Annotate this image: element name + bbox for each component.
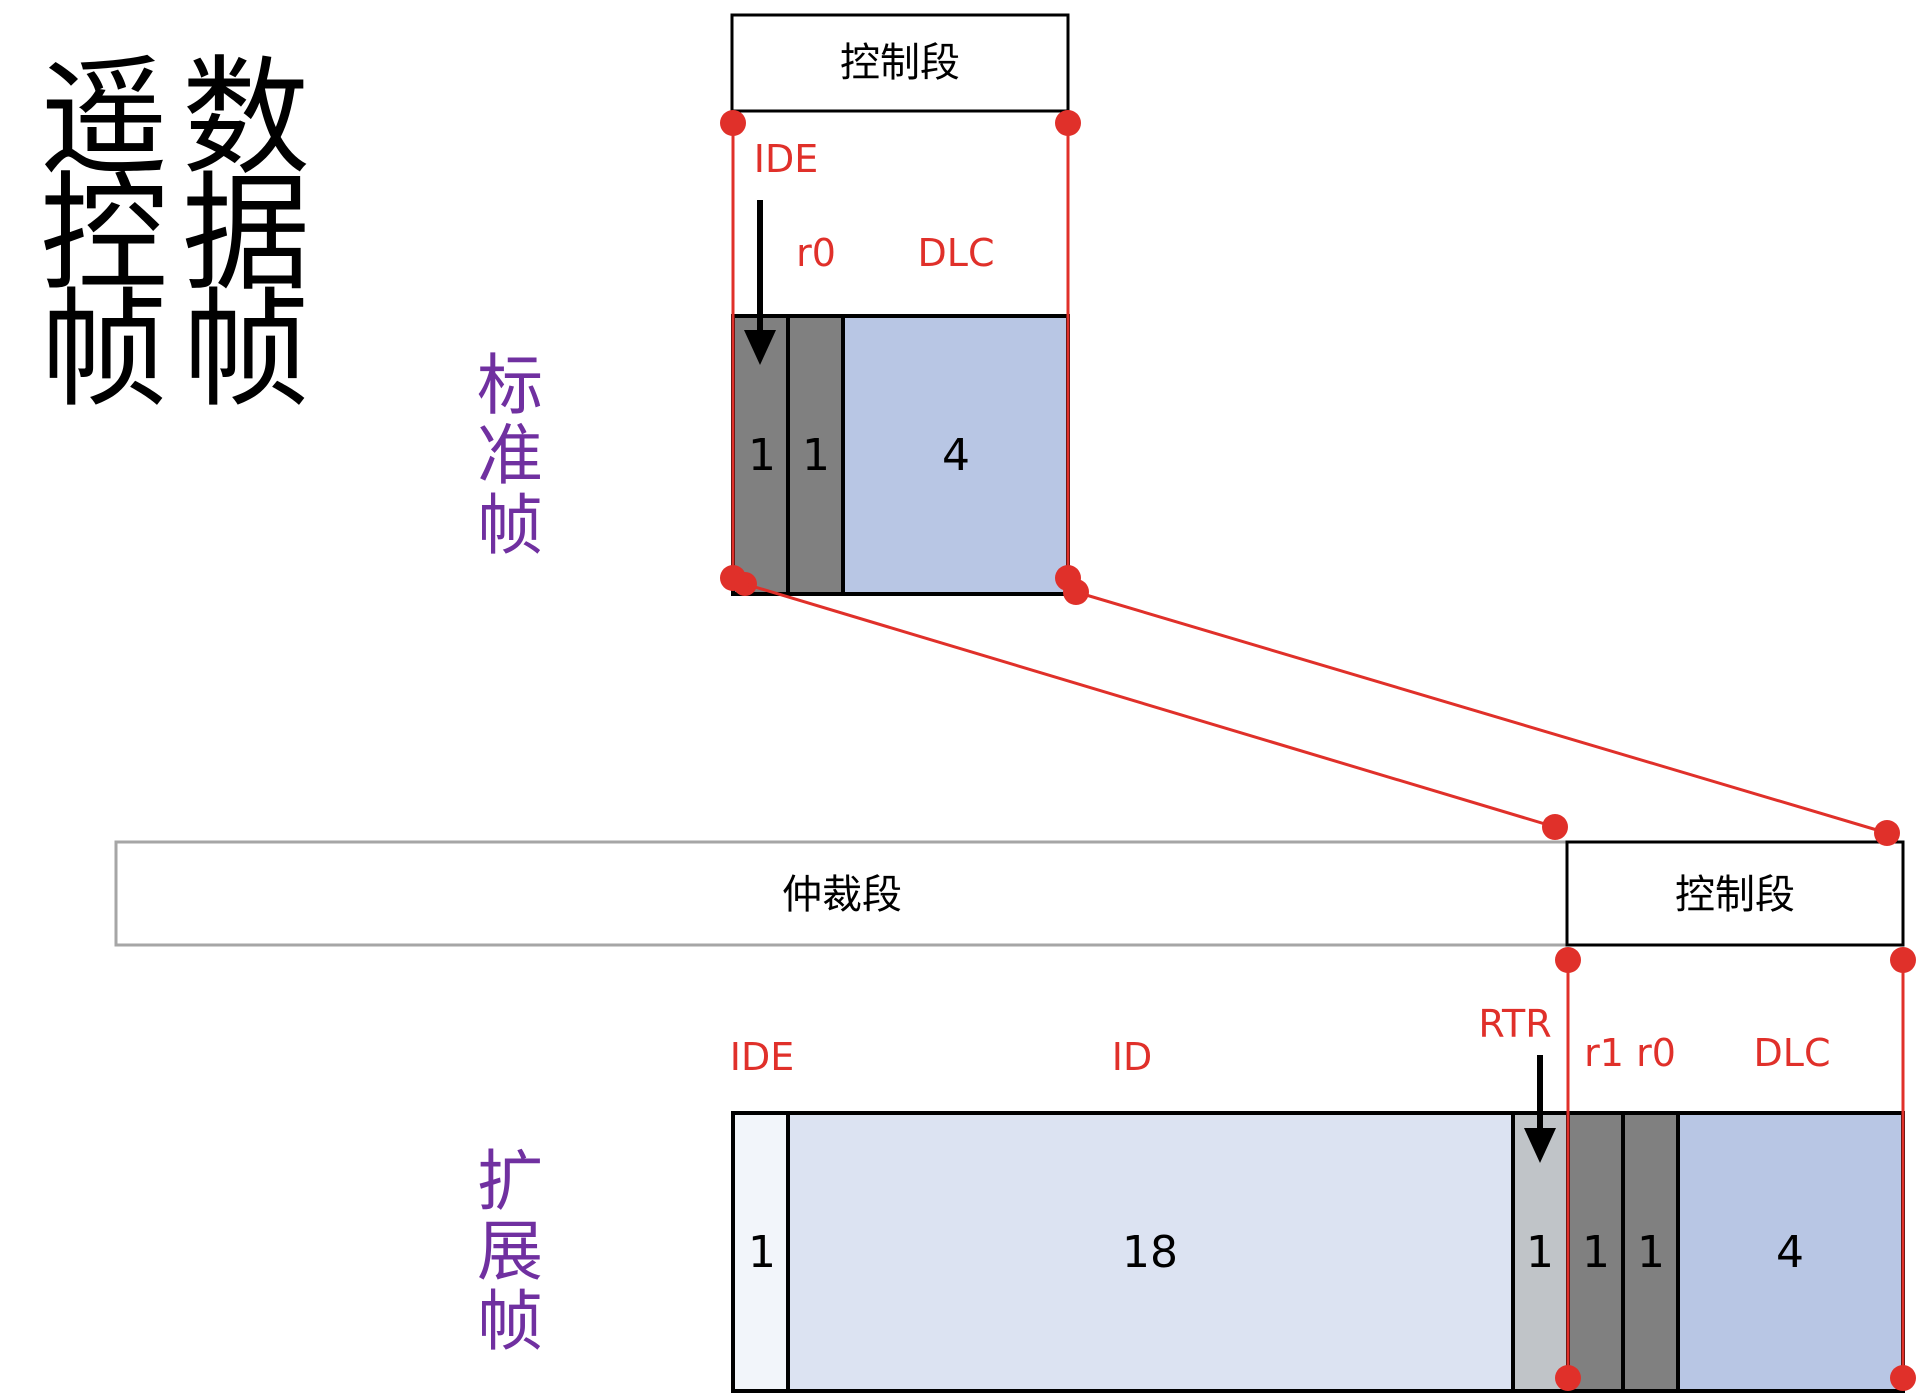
- standard-r0-name: r0: [796, 231, 836, 275]
- extended-id-field: [786, 1111, 1515, 1393]
- extended-bracket-dot-top-left: [1555, 947, 1581, 973]
- standard-frame-label-char-1: 标: [477, 347, 543, 424]
- extended-dlc-name: DLC: [1754, 1031, 1831, 1075]
- extended-r1-bits: 1: [1582, 1227, 1610, 1278]
- standard-frame-label-char-3: 帧: [477, 487, 543, 564]
- extended-r1-name: r1: [1584, 1031, 1624, 1075]
- extended-control-segment-box: [1565, 840, 1905, 947]
- extended-arbitration-segment-box: [114, 840, 1569, 947]
- extended-dlc-bits: 4: [1776, 1227, 1804, 1278]
- standard-ide-bits: 1: [748, 430, 776, 481]
- extended-dlc-field: [1676, 1111, 1905, 1393]
- extended-id-name: ID: [1112, 1035, 1152, 1079]
- extended-rtr-name: RTR: [1478, 1002, 1551, 1046]
- data-frame-title-char-1: 数: [182, 44, 310, 193]
- extended-r0-name: r0: [1636, 1031, 1676, 1075]
- extended-bracket-dot-upper-left: [1542, 814, 1568, 840]
- remote-frame-title: 遥 控 帧: [40, 44, 168, 425]
- extended-frame-label-char-3: 帧: [477, 1283, 543, 1360]
- extended-rtr-arrowhead: [1524, 1128, 1556, 1163]
- extended-ide-bits: 1: [748, 1227, 776, 1278]
- standard-frame-label: 标 准 帧: [477, 347, 543, 564]
- extended-ide-name: IDE: [730, 1035, 794, 1079]
- standard-bracket-dot-top-right: [1055, 110, 1081, 136]
- extended-frame-label-char-1: 扩: [477, 1143, 543, 1220]
- extended-bracket-dot-top-right: [1890, 947, 1916, 973]
- extended-frame-label: 扩 展 帧: [477, 1143, 543, 1360]
- extended-bracket-dot-bottom-left: [1555, 1365, 1581, 1391]
- extended-arbitration-segment-label: 仲裁段: [782, 872, 902, 918]
- standard-ide-name: IDE: [754, 137, 818, 181]
- extended-frame-label-char-2: 展: [477, 1213, 543, 1290]
- extended-r0-field: [1621, 1111, 1680, 1393]
- standard-dlc-field: [841, 314, 1070, 596]
- standard-dlc-bits: 4: [942, 430, 970, 481]
- standard-r0-bits: 1: [802, 430, 830, 481]
- extended-control-segment-label: 控制段: [1675, 872, 1795, 918]
- standard-dlc-name: DLC: [918, 231, 995, 275]
- standard-bracket-dot-top-left: [720, 110, 746, 136]
- extended-bracket-dot-bottom-right: [1890, 1365, 1916, 1391]
- standard-ide-arrowhead: [744, 330, 776, 365]
- data-frame-title-char-3: 帧: [182, 276, 310, 425]
- remote-frame-title-char-2: 控: [40, 160, 168, 309]
- standard-control-segment-label: 控制段: [840, 40, 960, 86]
- data-frame-title: 数 据 帧: [182, 44, 310, 425]
- standard-control-segment-box: [730, 13, 1070, 113]
- connector-right: [1075, 590, 1888, 835]
- standard-r0-field: [786, 314, 845, 596]
- remote-frame-title-char-1: 遥: [40, 44, 168, 193]
- data-frame-title-char-2: 据: [182, 160, 310, 309]
- connector-left: [744, 582, 1556, 829]
- extended-bracket-dot-upper-right: [1874, 820, 1900, 846]
- extended-rtr-bits: 1: [1526, 1227, 1554, 1278]
- extended-id-bits: 18: [1122, 1227, 1178, 1278]
- extended-r0-bits: 1: [1637, 1227, 1665, 1278]
- remote-frame-title-char-3: 帧: [40, 276, 168, 425]
- standard-frame-label-char-2: 准: [477, 417, 543, 494]
